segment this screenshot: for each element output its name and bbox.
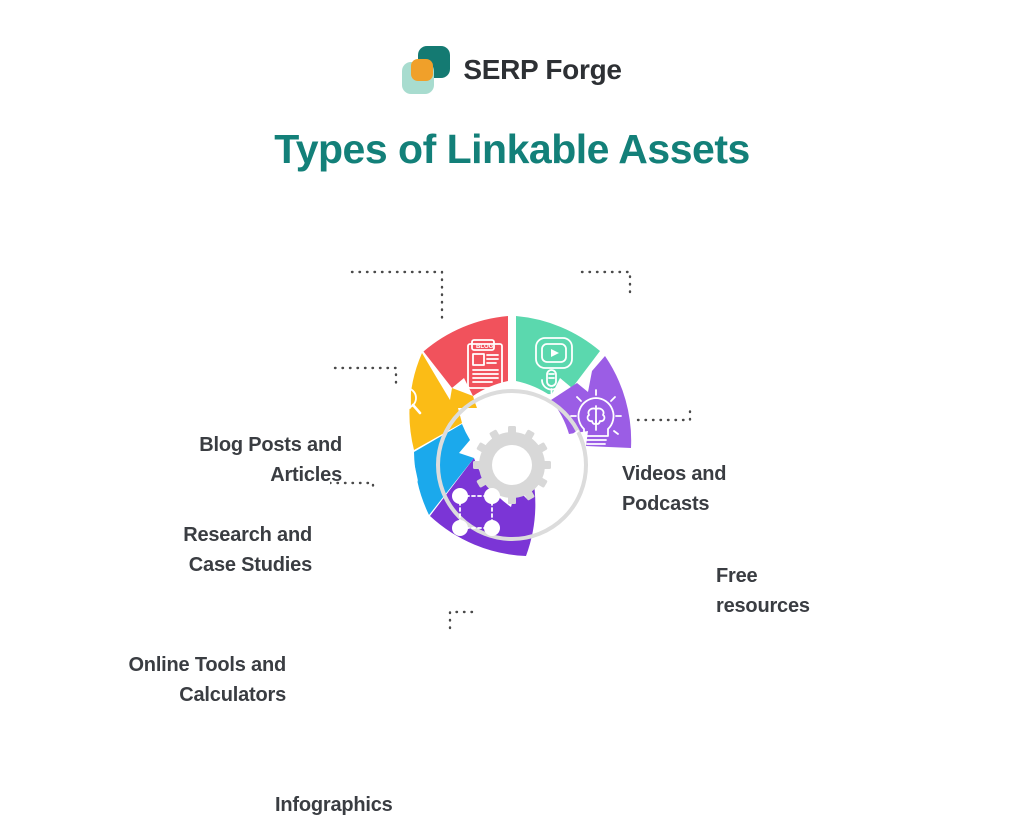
document-search-icon [375, 367, 422, 415]
wheel-graphic: BLOG [330, 270, 692, 630]
connector-research [330, 366, 398, 390]
label-research: Research and Case Studies [183, 524, 312, 576]
connector-infographics [448, 610, 478, 630]
wheel-segment-online-tools[interactable] [414, 424, 474, 515]
wheel-center-hub [436, 389, 588, 541]
dot-grid-icon [452, 488, 500, 536]
label-free-resources: Free resources [716, 565, 810, 617]
wheel-segment-blog-posts[interactable] [423, 316, 509, 396]
video-microphone-icon [535, 337, 573, 396]
brand-logo: SERP Forge [0, 46, 1024, 94]
blog-document-icon: BLOG [467, 339, 503, 389]
brand-name: SERP Forge [463, 54, 622, 85]
connector-videos-podcasts [580, 270, 632, 294]
connector-lines [330, 270, 692, 630]
page-title: Types of Linkable Assets [274, 126, 750, 172]
linkable-assets-wheel: BLOG [0, 200, 1024, 816]
gear-icon [473, 426, 551, 504]
label-online-tools: Online Tools and Calculators [128, 654, 286, 706]
label-infographics: Infographics [275, 794, 393, 816]
logo-square-orange [411, 59, 434, 81]
svg-text:BLOG: BLOG [476, 344, 494, 350]
wheel-segment-research[interactable] [409, 353, 477, 450]
infographic-page: SERP Forge Types of Linkable Assets [0, 46, 1024, 816]
calculator-icon [371, 434, 418, 492]
serp-forge-logo-icon [402, 46, 451, 94]
label-videos-podcasts: Videos and Podcasts [622, 463, 727, 515]
connector-free-resources [636, 406, 692, 422]
lightbulb-brain-icon [570, 389, 622, 449]
label-blog-posts: Blog Posts and Articles [199, 434, 342, 486]
connector-blog-posts [350, 270, 444, 325]
wheel-segment-videos-podcasts[interactable] [516, 316, 600, 396]
